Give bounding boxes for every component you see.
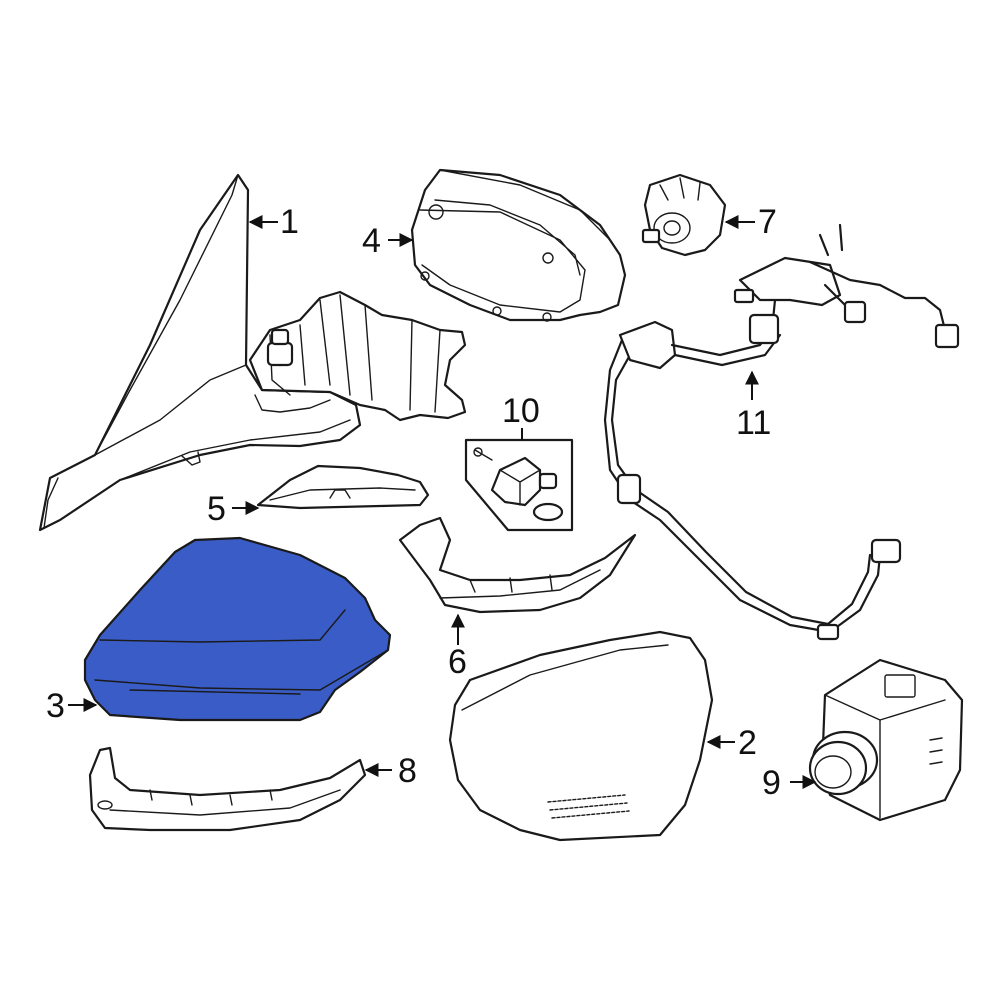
part-7-motor[interactable] [641, 173, 727, 257]
part-1-mirror-base[interactable] [38, 173, 467, 532]
callout-6: 6 [448, 643, 467, 681]
callout-labels: 1 2 3 4 5 6 7 8 9 10 11 [46, 203, 781, 802]
callout-9: 9 [762, 764, 781, 802]
callout-8: 8 [398, 752, 417, 790]
part-8-signal-strip[interactable] [88, 746, 367, 832]
part-6-signal-lens[interactable] [398, 516, 637, 614]
part-4-housing-frame[interactable] [410, 168, 627, 322]
part-9-camera[interactable] [808, 658, 964, 822]
callout-4: 4 [362, 222, 381, 260]
callout-2: 2 [738, 724, 757, 762]
part-5-lower-trim[interactable] [256, 464, 430, 510]
callout-arrows [68, 215, 817, 789]
callout-3: 3 [46, 687, 65, 725]
callout-10: 10 [502, 392, 540, 430]
part-3-mirror-cover[interactable] [83, 536, 392, 722]
part-10-connector-kit[interactable] [464, 438, 574, 532]
callout-11: 11 [736, 404, 771, 442]
callout-5: 5 [207, 490, 226, 528]
callout-1: 1 [280, 203, 299, 241]
callout-7: 7 [758, 203, 777, 241]
part-11-wiring-harness[interactable] [603, 223, 960, 641]
part-2-mirror-glass[interactable] [448, 630, 714, 842]
